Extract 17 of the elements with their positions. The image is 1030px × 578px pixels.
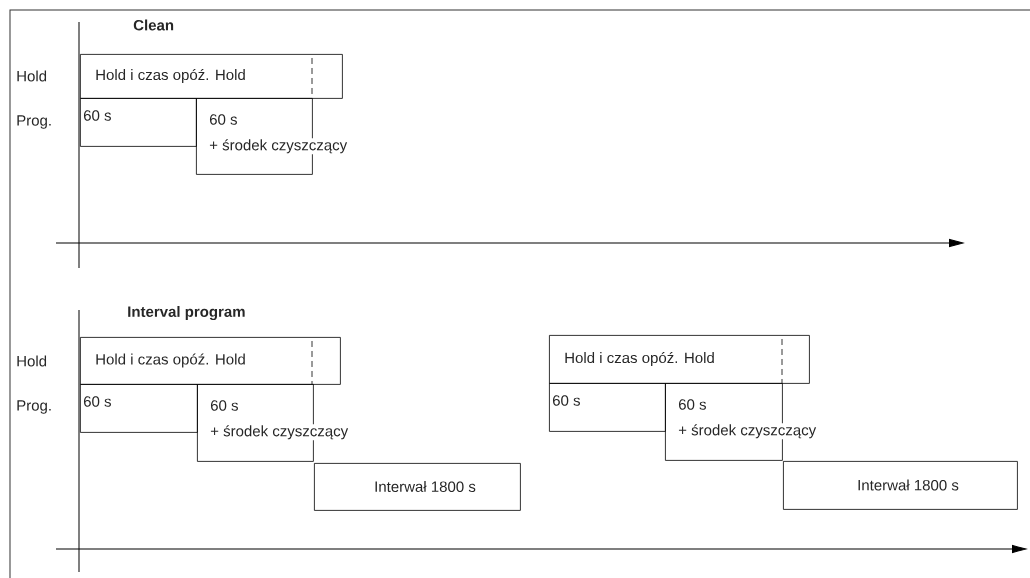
row-label: Hold xyxy=(17,355,47,367)
section-heading: Interval program xyxy=(128,305,245,321)
timing-box: Interwał 1800 s xyxy=(314,463,521,511)
timing-box: Hold i czas opóź. Hold xyxy=(80,54,343,99)
timing-box: 60 s xyxy=(80,98,197,147)
timing-box: 60 s + środek czyszczący xyxy=(196,98,349,175)
row-label: Prog. xyxy=(17,400,51,414)
timing-box: Hold i czas opóź. Hold xyxy=(80,337,341,385)
timing-box: 60 s xyxy=(549,383,666,432)
row-label: Prog. xyxy=(17,115,51,129)
timing-box: Interwał 1800 s xyxy=(783,461,1018,510)
section-heading: Clean xyxy=(133,19,174,31)
timing-box: 60 s xyxy=(80,384,198,433)
timing-box: 60 s + środek czyszczący xyxy=(197,384,350,462)
row-label: Hold xyxy=(17,70,47,82)
timing-box: Hold i czas opóź. Hold xyxy=(549,335,810,384)
timing-box: 60 s + środek czyszczący xyxy=(665,383,818,461)
